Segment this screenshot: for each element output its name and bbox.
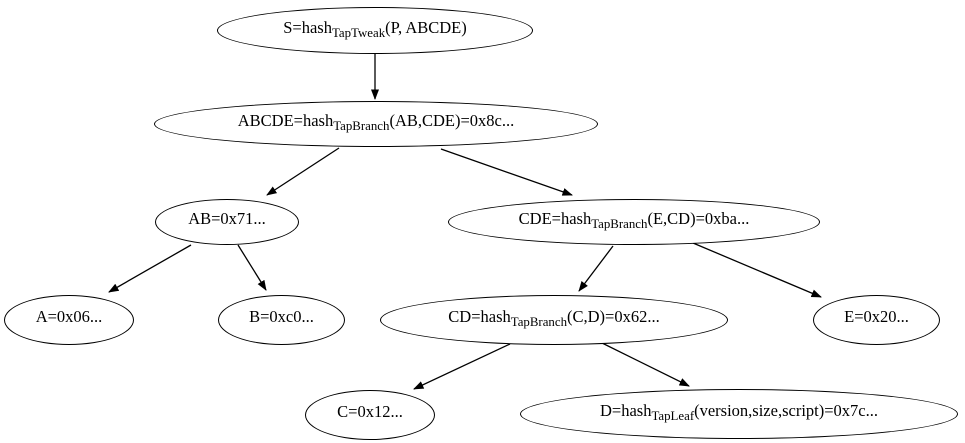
label-subscript: TapLeaf — [651, 408, 695, 423]
node-c: C=0x12... — [305, 390, 435, 440]
edge-cd-d — [599, 341, 690, 387]
node-d: D=hashTapLeaf(version,size,script)=0x7c.… — [520, 389, 958, 439]
label-text: B=0xc0... — [249, 307, 314, 327]
label-text: AB=0x71... — [188, 209, 266, 229]
edge-abcde-cde — [440, 148, 573, 196]
label-text: (version,size,script)=0x7c... — [694, 401, 878, 421]
node-abcde: ABCDE=hashTapBranch(AB,CDE)=0x8c... — [154, 101, 598, 147]
label-text: (P, ABCDE) — [385, 17, 467, 37]
label-text: (E,CD)=0xba... — [647, 209, 750, 229]
label-text: CD=hash — [448, 307, 511, 327]
label-subscript: TapBranch — [333, 118, 390, 133]
node-b: B=0xc0... — [218, 295, 345, 345]
node-e: E=0x20... — [813, 295, 940, 345]
edge-ab-a — [108, 244, 192, 293]
edge-ab-b — [237, 244, 267, 291]
label-text: A=0x06... — [35, 307, 103, 327]
label-subscript: TapBranch — [510, 314, 567, 329]
edge-cd-c — [413, 343, 511, 390]
node-c-label: C=0x12... — [337, 402, 403, 426]
node-ab: AB=0x71... — [155, 199, 299, 245]
edge-cde-cd — [578, 245, 614, 292]
label-text: E=0x20... — [844, 307, 909, 327]
node-a-label: A=0x06... — [35, 307, 103, 331]
node-a: A=0x06... — [4, 295, 134, 345]
node-cde-label: CDE=hashTapBranch(E,CD)=0xba... — [518, 209, 750, 233]
label-subscript: TapBranch — [591, 216, 648, 231]
node-cd-label: CD=hashTapBranch(C,D)=0x62... — [448, 307, 660, 331]
node-s: S=hashTapTweak(P, ABCDE) — [217, 7, 533, 54]
edge-cde-e — [692, 242, 822, 298]
edge-abcde-ab — [266, 147, 340, 196]
label-text: (C,D)=0x62... — [567, 307, 660, 327]
label-text: ABCDE=hash — [237, 111, 334, 131]
node-cde: CDE=hashTapBranch(E,CD)=0xba... — [448, 199, 820, 245]
node-abcde-label: ABCDE=hashTapBranch(AB,CDE)=0x8c... — [237, 111, 515, 135]
label-text: D=hash — [599, 401, 652, 421]
node-ab-label: AB=0x71... — [188, 209, 266, 233]
label-subscript: TapTweak — [331, 25, 386, 40]
node-b-label: B=0xc0... — [249, 307, 314, 331]
node-s-label: S=hashTapTweak(P, ABCDE) — [283, 17, 467, 42]
label-text: C=0x12... — [337, 402, 403, 422]
node-e-label: E=0x20... — [844, 307, 909, 331]
node-d-label: D=hashTapLeaf(version,size,script)=0x7c.… — [599, 401, 878, 425]
label-text: CDE=hash — [518, 209, 592, 229]
label-text: (AB,CDE)=0x8c... — [389, 111, 515, 131]
node-cd: CD=hashTapBranch(C,D)=0x62... — [380, 295, 728, 345]
label-text: S=hash — [283, 17, 332, 37]
